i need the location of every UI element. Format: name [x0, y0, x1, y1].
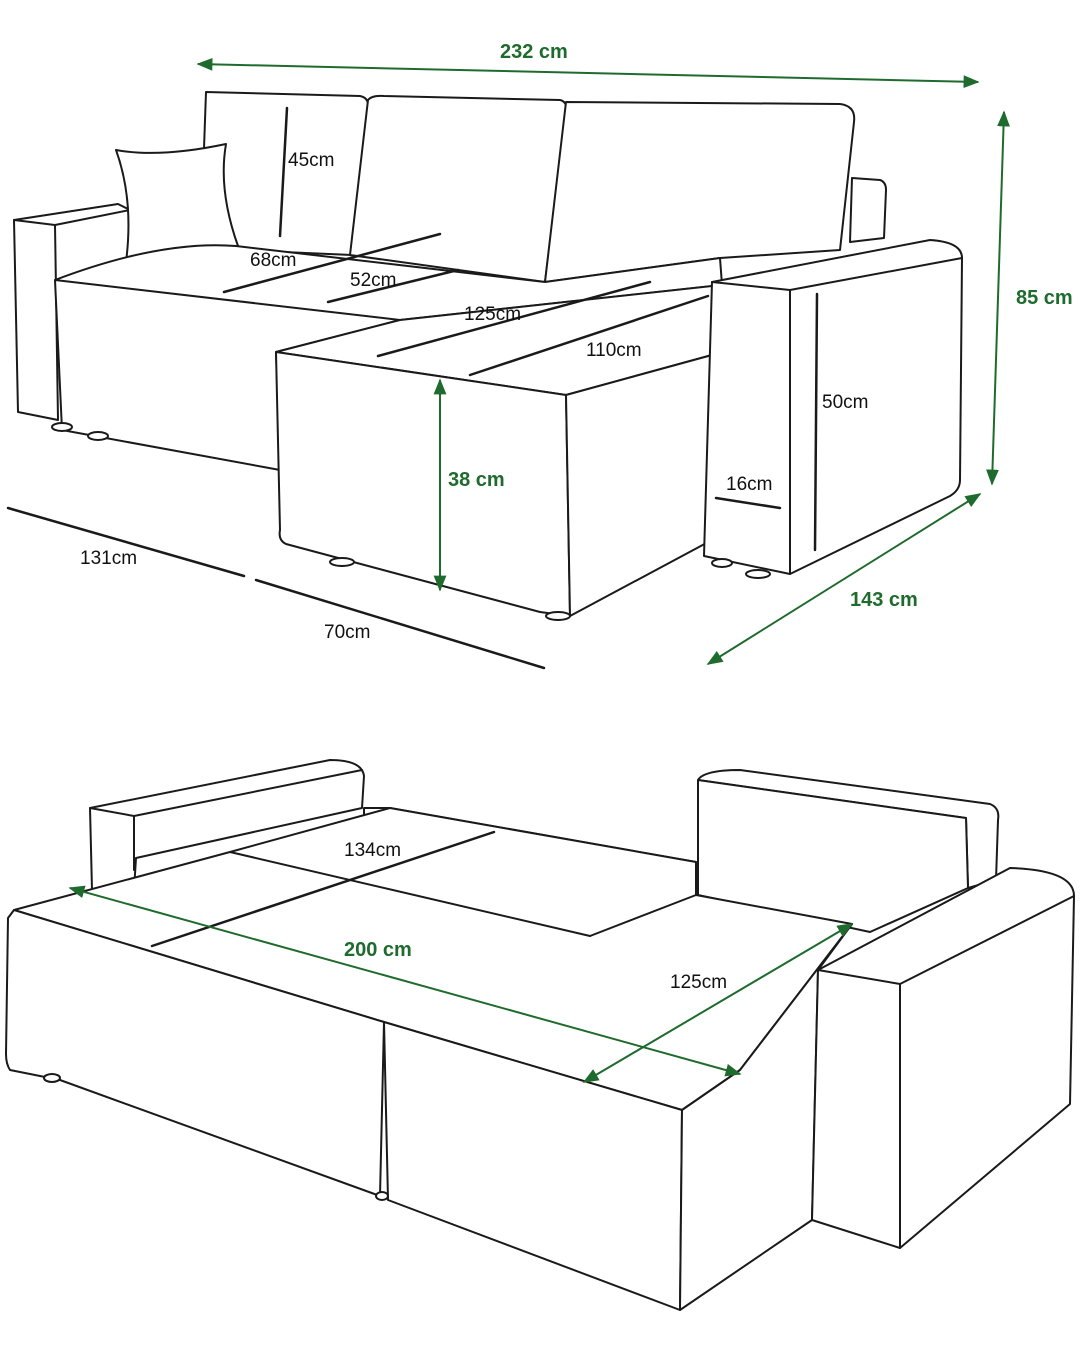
- backrest-height-line: [278, 106, 289, 238]
- foot: [745, 569, 771, 579]
- seat-depth-inner-line: [326, 268, 460, 304]
- backrest-height-label: 45cm: [288, 150, 334, 171]
- armrest-height-label: 50cm: [822, 392, 868, 413]
- seat-depth-line: [222, 232, 442, 294]
- base-length-line: [6, 506, 246, 578]
- foot: [329, 557, 355, 567]
- chaise-front: [275, 351, 571, 617]
- foot: [87, 431, 109, 441]
- chaise-length-line: [376, 280, 652, 358]
- sleeping-length-label: 200 cm: [344, 939, 412, 961]
- foot: [375, 1191, 389, 1201]
- chaise-depth-label: 143 cm: [850, 589, 918, 611]
- chaise-width-line: [254, 578, 546, 670]
- chaise-width-label: 70cm: [324, 622, 370, 643]
- foot: [51, 422, 73, 432]
- back-cushion-right: [544, 101, 856, 283]
- chaise-length-inner-line: [468, 294, 710, 377]
- seat-depth-label: 68cm: [250, 250, 296, 271]
- bed-right-armrest: [811, 867, 1075, 1249]
- bed-right-back-armrest: [697, 769, 1000, 889]
- left-armrest-edge: [13, 219, 56, 226]
- chaise-depth-arrow: [706, 493, 982, 665]
- back-cushion-middle: [349, 94, 568, 283]
- bed-right-back-armrest-front: [697, 779, 969, 933]
- total-height-arrow: [986, 110, 1010, 486]
- chaise-length-label: 125cm: [464, 304, 521, 325]
- base-length-label: 131cm: [80, 548, 137, 569]
- foot: [43, 1073, 61, 1083]
- armrest-width-label: 16cm: [726, 474, 772, 495]
- seat-height-label: 38 cm: [448, 469, 505, 491]
- sofa-assembled-drawing: [13, 91, 963, 621]
- sofa-bed-drawing: [5, 759, 1075, 1311]
- chaise-length-inner-label: 110cm: [586, 340, 642, 361]
- sleeping-width-label: 134cm: [344, 840, 401, 861]
- foot: [545, 611, 571, 621]
- seat-depth-inner-label: 52cm: [350, 270, 396, 291]
- green-arrows-top: [196, 57, 1010, 665]
- chaise-sleep-length-arrow: [582, 923, 854, 1083]
- seat-front-edge: [54, 279, 401, 321]
- chaise-sleep-length-label: 125cm: [670, 972, 727, 993]
- chaise-side: [565, 354, 713, 617]
- total-width-label: 232 cm: [500, 41, 568, 63]
- bed-left-armrest: [89, 759, 365, 891]
- back-right-armrest: [849, 177, 887, 243]
- foot: [711, 558, 733, 568]
- total-height-label: 85 cm: [1016, 287, 1073, 309]
- total-width-arrow: [196, 57, 980, 89]
